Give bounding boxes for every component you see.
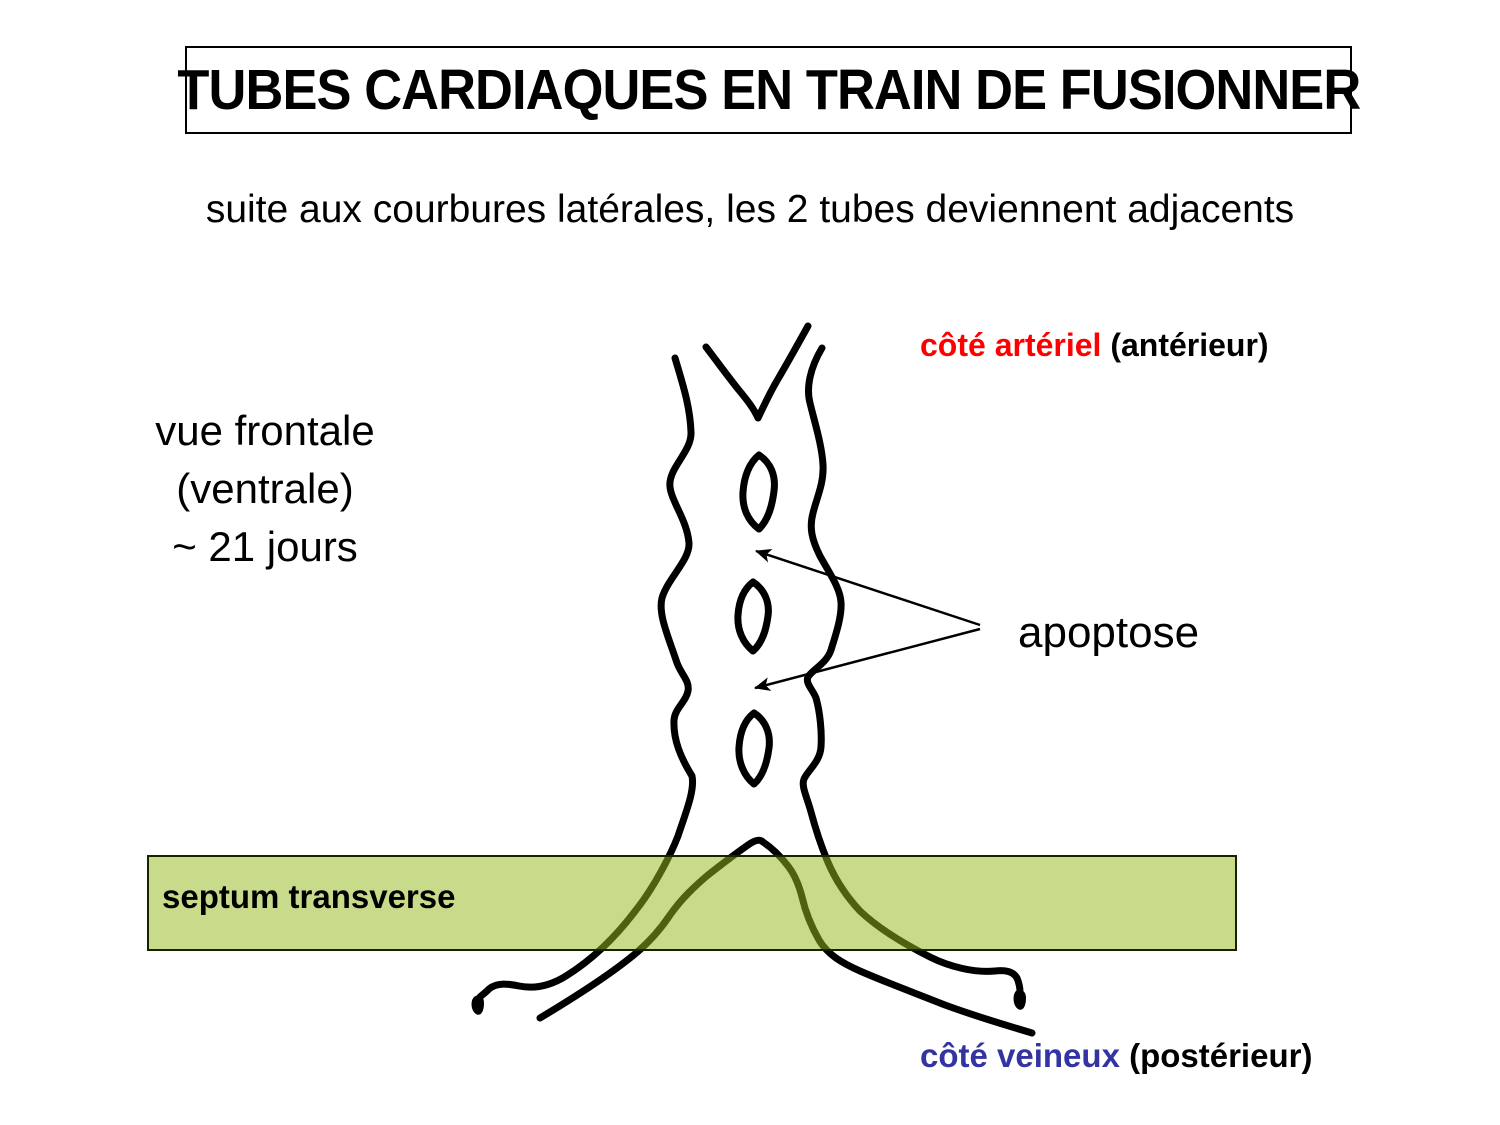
view-note-line2: (ventrale) <box>176 465 354 512</box>
septum-transverse-label: septum transverse <box>162 878 456 915</box>
view-note-line1: vue frontale <box>155 407 375 454</box>
slide-title: TUBES CARDIAQUES EN TRAIN DE FUSIONNER <box>177 58 1361 122</box>
venous-side-label: côté veineux (postérieur) <box>920 1037 1312 1075</box>
apoptosis-opening-2 <box>734 578 772 655</box>
septum-transverse-band <box>147 855 1237 951</box>
apoptose-label: apoptose <box>1018 608 1200 657</box>
apoptose-arrows <box>754 549 981 691</box>
right-outer-wall <box>799 344 1024 996</box>
apoptosis-opening-3 <box>735 709 773 788</box>
arterial-side-suffix: (antérieur) <box>1101 327 1269 363</box>
view-note: vue frontale (ventrale) ~ 21 jours <box>80 402 450 576</box>
teardrop-ends <box>471 989 1026 1015</box>
title-box: TUBES CARDIAQUES EN TRAIN DE FUSIONNER <box>177 46 1361 134</box>
apoptosis-opening-1 <box>739 451 778 533</box>
view-note-line3: ~ 21 jours <box>172 523 358 570</box>
slide-subtitle: suite aux courbures latérales, les 2 tub… <box>205 188 1295 231</box>
right-teardrop <box>1013 989 1026 1010</box>
apoptose-arrow-lower <box>754 627 981 691</box>
arterial-side-label: côté artériel (antérieur) <box>920 327 1269 364</box>
venous-side-suffix: (postérieur) <box>1119 1037 1313 1074</box>
left-teardrop <box>471 995 484 1015</box>
arterial-side-colored: côté artériel <box>920 327 1102 363</box>
left-outer-wall <box>476 354 697 1001</box>
apoptose-arrow-upper <box>755 549 981 627</box>
top-inner-v <box>702 322 812 422</box>
venous-side-colored: côté veineux <box>920 1037 1120 1074</box>
